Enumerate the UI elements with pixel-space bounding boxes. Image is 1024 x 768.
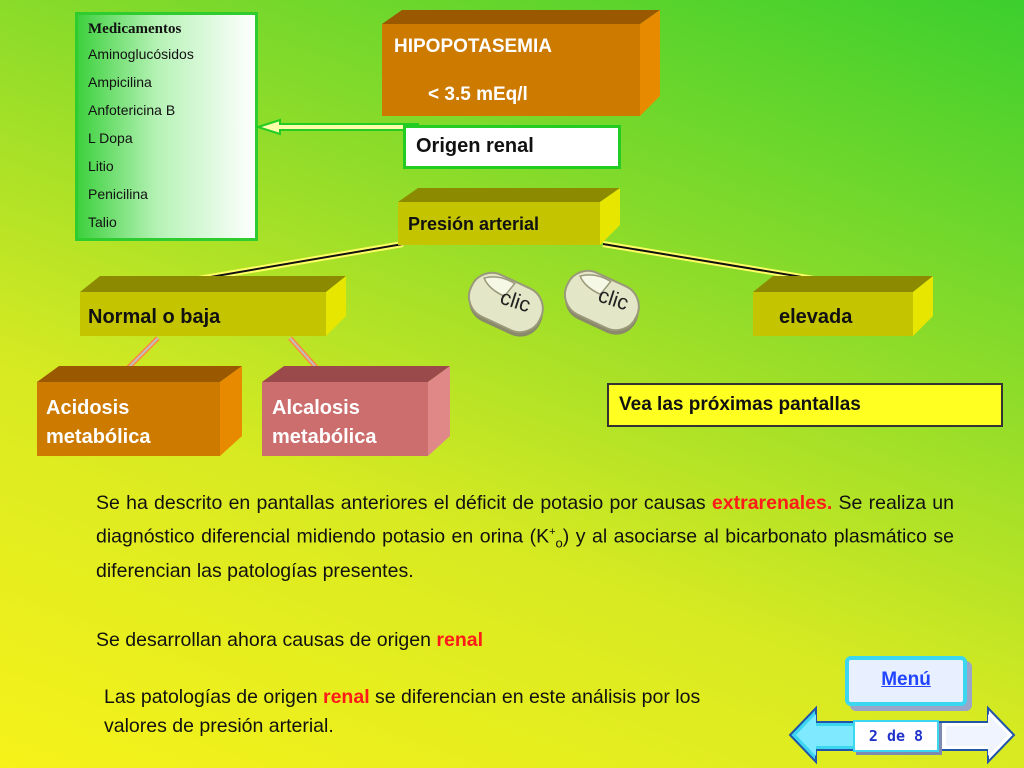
origen-renal-box: Origen renal xyxy=(403,125,621,169)
acidosis-box: Acidosis metabólica xyxy=(37,366,242,456)
clic-button-normal[interactable]: clic xyxy=(460,268,552,346)
hipopotasemia-title: HIPOPOTASEMIA xyxy=(394,36,552,57)
medications-title: Medicamentos xyxy=(88,21,182,37)
med-item: L Dopa xyxy=(88,130,133,146)
normal-o-baja-label: Normal o baja xyxy=(88,306,221,328)
med-item: Anfotericina B xyxy=(88,102,176,118)
menu-button[interactable]: Menú xyxy=(845,656,967,706)
extrarenales-highlight: extrarenales. xyxy=(711,492,833,514)
presion-arterial-box: Presión arterial xyxy=(398,188,620,245)
elevada-box: elevada xyxy=(753,276,933,336)
description-paragraph: Se ha descrito en pantallas anteriores e… xyxy=(96,492,955,583)
med-item: Penicilina xyxy=(88,186,148,202)
presion-arterial-label: Presión arterial xyxy=(408,214,540,234)
alcalosis-box: Alcalosis metabólica xyxy=(262,366,450,456)
alcalosis-label: Alcalosis metabólica xyxy=(272,397,377,448)
pressure-analysis-note: Las patologías de origen renal se difere… xyxy=(104,686,701,737)
arrow-to-medications xyxy=(254,118,419,136)
mouse-icon xyxy=(467,271,544,337)
next-arrow-button[interactable] xyxy=(938,704,1018,766)
renal-highlight: renal xyxy=(436,629,483,651)
hipopotasemia-value: < 3.5 mEq/l xyxy=(428,84,528,105)
elevada-label: elevada xyxy=(779,306,853,328)
normal-o-baja-box: Normal o baja xyxy=(80,276,346,336)
renal-causes-line: Se desarrollan ahora causas de origen re… xyxy=(96,629,483,651)
renal-highlight: renal xyxy=(323,686,370,708)
med-item: Litio xyxy=(88,158,114,174)
med-item: Talio xyxy=(88,214,117,230)
next-screens-note: Vea las próximas pantallas xyxy=(607,383,1003,427)
medications-list: Medicamentos Aminoglucósidos Ampicilina … xyxy=(75,12,258,241)
hipopotasemia-box: HIPOPOTASEMIA < 3.5 mEq/l xyxy=(382,10,660,116)
med-item: Aminoglucósidos xyxy=(88,46,194,62)
page-indicator: 2 de 8 xyxy=(853,720,939,752)
acidosis-label: Acidosis metabólica xyxy=(46,397,151,448)
clic-button-elevada[interactable]: clic xyxy=(556,266,648,344)
mouse-icon xyxy=(563,269,640,335)
med-item: Ampicilina xyxy=(88,74,152,90)
